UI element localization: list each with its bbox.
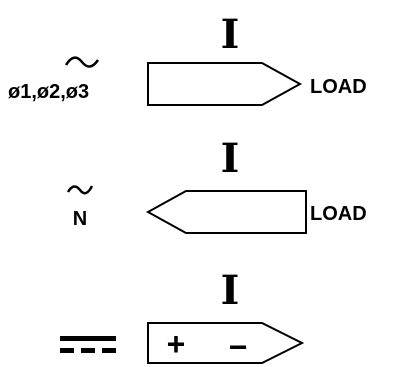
minus-sign: − bbox=[229, 329, 248, 365]
phases-label: ø1,ø2,ø3 bbox=[8, 81, 89, 103]
ac-wave-icon bbox=[66, 185, 94, 195]
current-symbol-3: I bbox=[221, 267, 240, 314]
current-symbol-1: I bbox=[221, 11, 240, 58]
ac-wave-icon bbox=[64, 56, 100, 68]
battery-arrow-icon bbox=[147, 322, 305, 364]
neutral-label: N bbox=[73, 208, 87, 230]
current-symbol-2: I bbox=[221, 135, 240, 182]
load-label-1: LOAD bbox=[310, 76, 367, 98]
row-neutral: I N LOAD bbox=[66, 135, 367, 234]
row-three-phase: I ø1,ø2,ø3 LOAD bbox=[8, 11, 367, 106]
plus-sign: + bbox=[167, 326, 186, 362]
reverse-arrow-icon bbox=[145, 190, 307, 234]
forward-arrow-icon bbox=[147, 62, 303, 106]
row-direct-current: I + − bbox=[60, 267, 305, 365]
dc-symbol-icon bbox=[60, 336, 116, 353]
load-label-2: LOAD bbox=[310, 203, 367, 225]
